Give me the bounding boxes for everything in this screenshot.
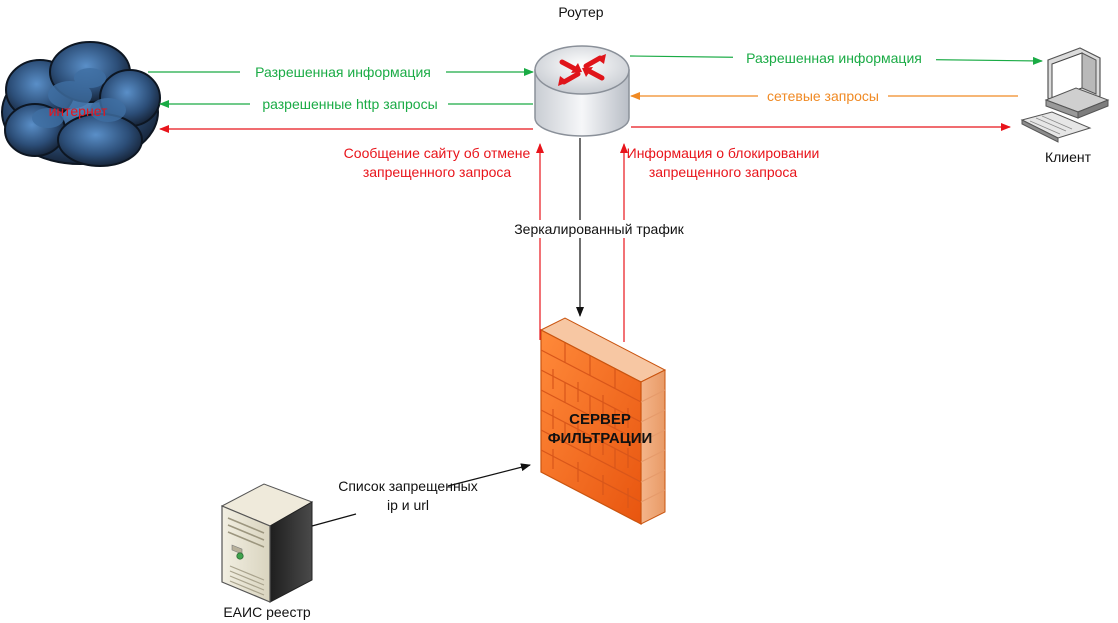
- client-label: Клиент: [1045, 149, 1092, 165]
- edge-label-mirrored-traffic: Зеркалированный трафик: [514, 221, 684, 237]
- router-icon: [534, 45, 630, 137]
- edge-label-block-line1: Информация о блокировании: [627, 145, 820, 161]
- filter-server-label-line1: СЕРВЕР: [569, 411, 631, 428]
- edge-label-cancel-line2: запрещенного запроса: [363, 164, 512, 180]
- filter-server-firewall-icon: [539, 317, 667, 525]
- edge-label-banned-list-line1: Список запрещенных: [338, 478, 478, 494]
- edge-label-client-allowed: Разрешенная информация: [746, 50, 922, 66]
- filter-server-label-line2: ФИЛЬТРАЦИИ: [548, 430, 653, 447]
- edge-label-network-requests: сетевые запросы: [767, 88, 879, 104]
- registry-label: ЕАИС реестр: [223, 604, 311, 620]
- edge-label-block-line2: запрещенного запроса: [649, 164, 798, 180]
- internet-cloud-icon: [1, 41, 161, 167]
- internet-label: интернет: [49, 103, 108, 119]
- client-computer-icon: [1020, 47, 1110, 143]
- edge-label-banned-list-line2: ip и url: [387, 497, 429, 513]
- edge-registry-to-filter-tail: [311, 513, 357, 527]
- edge-label-http-requests: разрешенные http запросы: [262, 96, 437, 112]
- edge-registry-to-filter-list: [447, 463, 531, 487]
- edge-label-cancel-line1: Сообщение сайту об отмене: [344, 145, 531, 161]
- router-label: Роутер: [558, 4, 603, 20]
- edge-label-internet-allowed: Разрешенная информация: [255, 64, 431, 80]
- registry-server-icon: [220, 483, 314, 603]
